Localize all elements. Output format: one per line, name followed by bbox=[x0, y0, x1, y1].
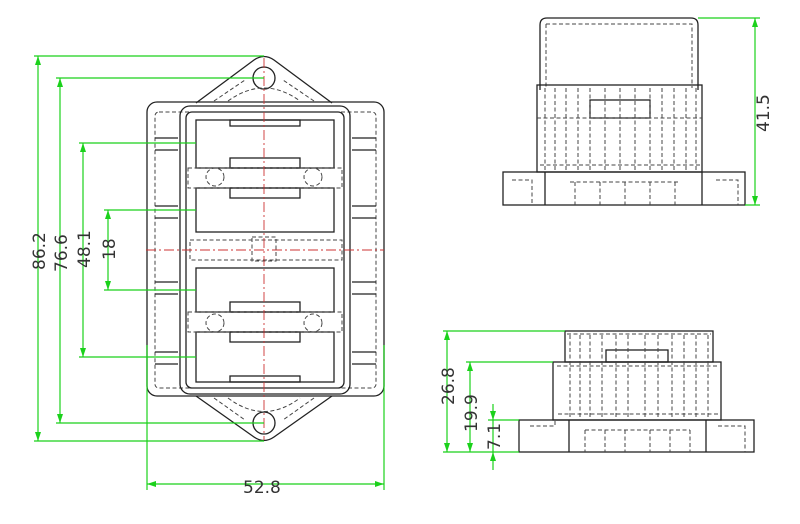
side-ribs bbox=[155, 137, 376, 365]
dim-end-base-height: 7.1 bbox=[485, 423, 505, 450]
dim-end-mid-height: 19.9 bbox=[462, 394, 482, 432]
dim-hole-spacing: 76.6 bbox=[52, 234, 72, 272]
end-view: 26.8 19.9 7.1 bbox=[439, 330, 755, 470]
body-outline bbox=[146, 101, 385, 397]
dim-overall-width: 52.8 bbox=[243, 478, 281, 498]
front-view bbox=[146, 55, 385, 442]
front-dimensions: 86.2 76.6 48.1 18 52.8 bbox=[30, 55, 385, 498]
dim-end-total-height: 26.8 bbox=[439, 367, 459, 405]
dim-cavity-span: 48.1 bbox=[75, 230, 95, 268]
dim-side-total-height: 41.5 bbox=[754, 94, 774, 132]
dim-overall-height: 86.2 bbox=[30, 232, 50, 270]
side-view: 41.5 bbox=[502, 17, 774, 206]
fuse-cavities bbox=[187, 119, 343, 383]
dim-center-slot: 18 bbox=[100, 238, 120, 260]
